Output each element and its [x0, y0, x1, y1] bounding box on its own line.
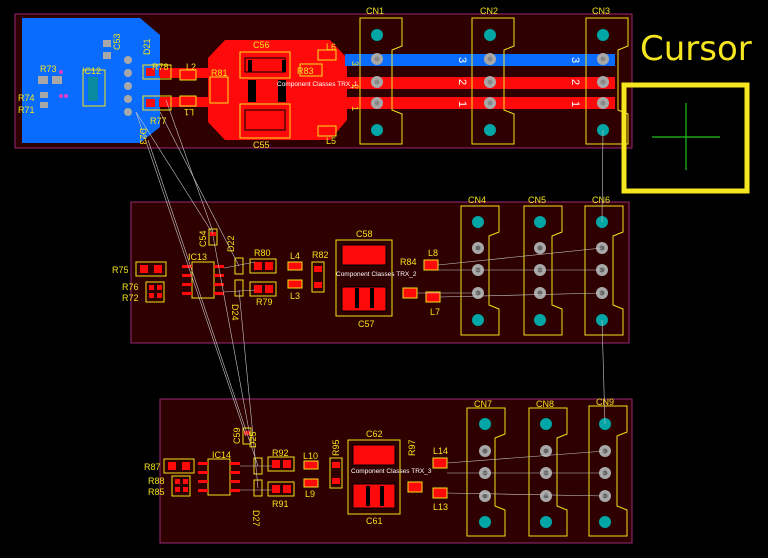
label-l8: L8 [428, 248, 438, 258]
connector-cn2[interactable] [471, 17, 515, 145]
label-cn4: CN4 [468, 195, 486, 205]
label-r92: R92 [272, 448, 289, 458]
label-l4: L4 [290, 251, 300, 261]
label-r73: R73 [40, 64, 57, 74]
label-cn6: CN6 [592, 195, 610, 205]
connector-cn5[interactable] [523, 205, 563, 336]
label-r75: R75 [112, 265, 129, 275]
label-d23: D23 [138, 128, 148, 145]
connector-cn7[interactable] [466, 407, 506, 537]
label-r79: R79 [256, 297, 273, 307]
label-d25: D25 [248, 431, 258, 448]
label-l9: L9 [305, 489, 315, 499]
label-r76: R76 [122, 282, 139, 292]
label-cn7: CN7 [474, 399, 492, 409]
label-d21: D21 [142, 38, 152, 55]
label-c56: C56 [253, 40, 270, 50]
label-pin2-a: 2 [350, 84, 360, 89]
label-l6: L6 [326, 42, 336, 52]
label-pin3-b: 3 [456, 57, 468, 63]
label-pin3-c: 3 [569, 57, 581, 63]
label-cn8: CN8 [536, 399, 554, 409]
label-c54: C54 [198, 230, 208, 247]
label-r80: R80 [254, 248, 271, 258]
label-cn2: CN2 [480, 6, 498, 16]
trace-pin1 [345, 97, 615, 109]
label-pin2-c: 2 [569, 79, 581, 85]
label-r81: R81 [211, 68, 228, 78]
label-r71: R71 [18, 105, 35, 115]
label-l13: L13 [433, 502, 448, 512]
label-d22: D22 [226, 235, 236, 252]
label-r85: R85 [148, 487, 165, 497]
label-d27: D27 [251, 510, 261, 527]
label-r95: R95 [331, 439, 341, 456]
label-pin2-b: 2 [456, 79, 468, 85]
cursor-label: Cursor [640, 29, 752, 69]
connector-cn6[interactable] [584, 205, 624, 336]
connector-cn3[interactable] [585, 17, 629, 145]
top-layer-pour [208, 40, 347, 140]
label-class-trx3: Component Classes TRX_3 [351, 468, 432, 475]
label-r84: R84 [400, 257, 417, 267]
label-l10: L10 [303, 451, 318, 461]
label-pin1-a: 1 [350, 106, 360, 111]
connector-cn1[interactable] [359, 17, 403, 145]
label-l3: L3 [290, 291, 300, 301]
cursor-box [621, 82, 750, 194]
label-r82: R82 [312, 250, 329, 260]
trace-pin2 [345, 77, 615, 89]
label-r77: R77 [150, 116, 167, 126]
label-cn5: CN5 [528, 195, 546, 205]
label-l7: L7 [430, 307, 440, 317]
label-c55: C55 [253, 140, 270, 150]
label-cn9: CN9 [596, 397, 614, 407]
label-l14: L14 [433, 446, 448, 456]
label-r83: R83 [297, 66, 314, 76]
label-c62: C62 [366, 429, 383, 439]
label-c57: C57 [358, 319, 375, 329]
label-class-trx1: Component Classes TRX_1 [277, 81, 358, 88]
label-r91: R91 [272, 499, 289, 509]
label-r72: R72 [122, 293, 139, 303]
label-class-trx2: Component Classes TRX_2 [336, 271, 417, 278]
label-cn1: CN1 [366, 6, 384, 16]
ic12-body[interactable] [82, 69, 106, 107]
label-c59: C59 [232, 427, 242, 444]
label-pin3-a: 3 [350, 61, 360, 66]
label-r78: R78 [152, 62, 169, 72]
label-ic14: IC14 [212, 450, 231, 460]
silkscreen-labels: R73 IC12 R74 R71 C53 D21 D23 R78 R77 L2 … [18, 6, 614, 527]
label-d24: D24 [230, 304, 240, 321]
label-ic13: IC13 [188, 252, 207, 262]
label-pin1-b: 1 [456, 101, 468, 107]
label-cn3: CN3 [592, 6, 610, 16]
label-l1: L1 [184, 107, 194, 117]
label-r74: R74 [18, 93, 35, 103]
label-ic12: IC12 [82, 66, 101, 76]
label-r88: R88 [148, 476, 165, 486]
label-r87: R87 [144, 462, 161, 472]
label-l5: L5 [326, 136, 336, 146]
vias [59, 70, 68, 98]
label-c53: C53 [112, 33, 122, 50]
label-c61: C61 [366, 516, 383, 526]
label-c58: C58 [356, 229, 373, 239]
trace-pin3 [345, 54, 615, 66]
ratsnest [135, 99, 606, 497]
ic12-pads [124, 56, 132, 116]
label-r97: R97 [407, 439, 417, 456]
label-pin1-c: 1 [569, 101, 581, 107]
label-l2: L2 [186, 62, 196, 72]
